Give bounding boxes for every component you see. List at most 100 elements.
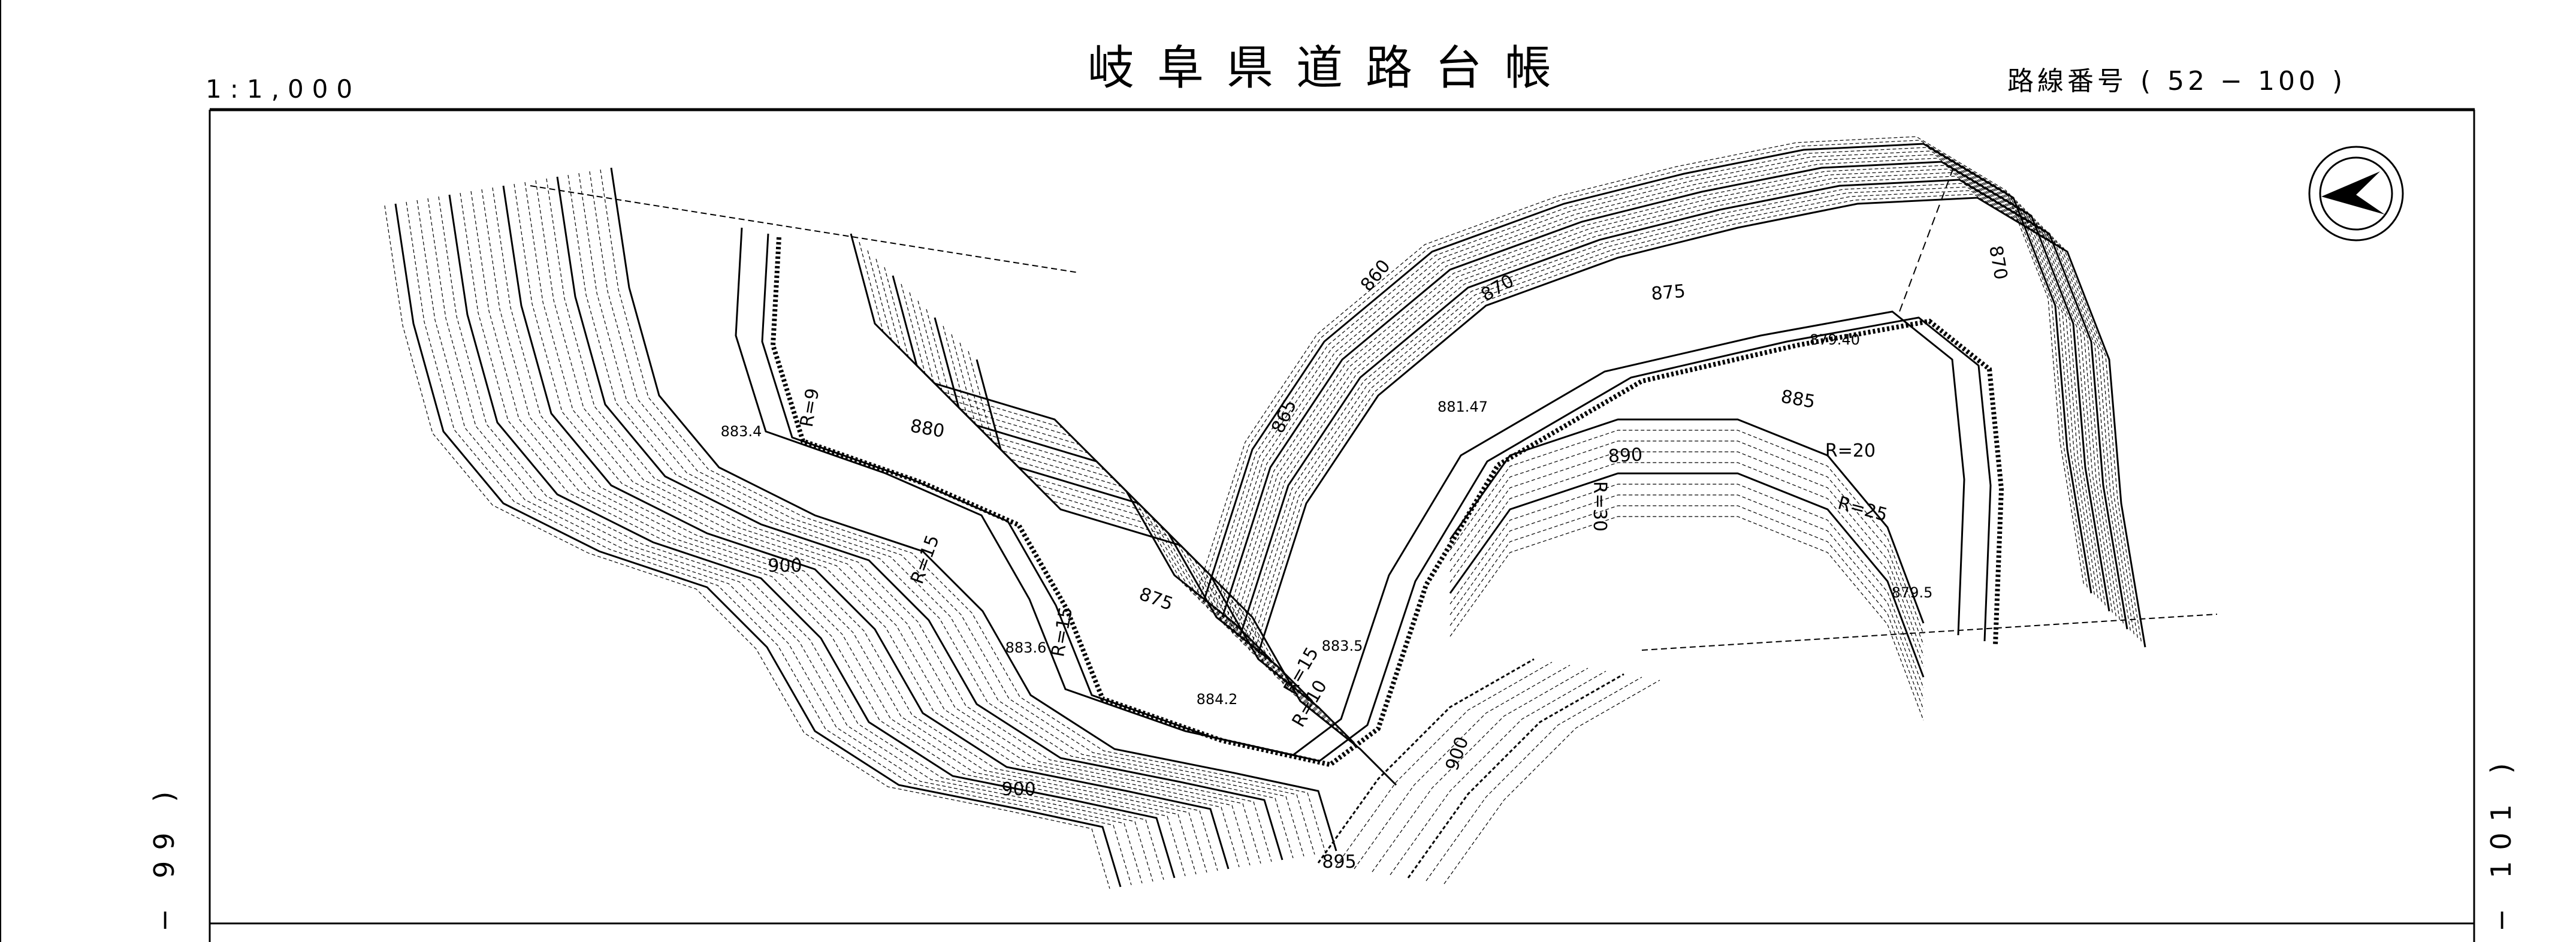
contour-line (1211, 150, 2099, 607)
adjacent-sheet-left: − 99 ) (148, 781, 180, 932)
contour-label: 870 (1478, 270, 1518, 306)
contour-line (1239, 179, 2128, 636)
spot-elevation: 879.40 (1810, 331, 1860, 348)
contour-line (1390, 671, 1606, 875)
contour-line (460, 192, 1186, 877)
contour-line (610, 167, 1337, 852)
contour-line (1449, 472, 1925, 678)
contour-label: 870 (1985, 244, 2011, 281)
spot-elevation: 883.5 (1322, 638, 1363, 654)
adjacent-sheet-right: − 101 ) (2485, 752, 2517, 932)
contour-line (1254, 194, 2142, 650)
contour-label: 875 (1650, 281, 1686, 305)
contour-line (1225, 165, 2113, 621)
contour-line (1200, 140, 2088, 596)
contour-line (1372, 668, 1589, 872)
contour-line (875, 258, 1296, 685)
boundary-line (1899, 167, 1954, 312)
page-title: 岐阜県道路台帳 (1088, 41, 1575, 95)
contour-line (1449, 462, 1924, 667)
spot-elevation: 883.4 (721, 423, 762, 440)
route-close-paren: ) (2332, 66, 2347, 96)
contour-line (1336, 662, 1553, 866)
contour-line (1354, 665, 1571, 869)
contour-line (438, 196, 1164, 880)
contour-line (416, 200, 1143, 884)
contour-lines (384, 136, 2218, 889)
contour-line (524, 182, 1251, 866)
spot-elevation: 879.5 (1892, 584, 1933, 601)
route-number: 路線番号(52 − 100) (2007, 67, 2359, 96)
spot-elevation: 881.47 (1438, 398, 1488, 415)
contour-label: 875 (1136, 584, 1176, 615)
contour-line (502, 185, 1230, 869)
contour-line (1257, 197, 2146, 654)
contour-line (1449, 430, 1924, 635)
spot-elevation: 883.6 (1005, 639, 1047, 656)
curve-radius-label: R=9 (796, 387, 824, 428)
contour-line (1449, 484, 1924, 689)
road-edge (761, 233, 1992, 762)
contour-line (1221, 161, 2110, 618)
contour-line (1426, 677, 1642, 881)
contour-line (1243, 183, 2131, 639)
contour-line (384, 205, 1110, 889)
curve-radius-label: R=15 (907, 532, 944, 587)
contour-label: 890 (1608, 445, 1643, 467)
contour-line (1443, 680, 1660, 884)
contour-line (1449, 440, 1924, 645)
contour-line (976, 359, 1397, 786)
road (735, 227, 2004, 768)
contour-line (1197, 136, 2085, 593)
contour-line (917, 300, 1338, 727)
boundary-line (530, 185, 1079, 273)
contour-line (1407, 673, 1624, 878)
contour-line (535, 180, 1261, 864)
curve-radius-label: R=15 (1047, 605, 1077, 659)
curve-radius-label: R=20 (1825, 440, 1876, 461)
contour-line (1207, 147, 2095, 603)
contour-label: 900 (1001, 779, 1035, 800)
contour-line (394, 203, 1122, 887)
retaining-wall (770, 237, 2004, 768)
map-frame (209, 108, 2475, 942)
contour-line (514, 183, 1240, 868)
contour-line (448, 194, 1176, 878)
contour-line (1233, 172, 2121, 629)
contour-line (1449, 494, 1924, 699)
contour-label: 900 (1442, 734, 1473, 774)
contour-line (1247, 186, 2135, 643)
contour-line (1449, 516, 1924, 721)
contour-line (556, 176, 1284, 861)
contour-line (470, 191, 1197, 875)
contour-line (427, 198, 1153, 882)
road-edge (735, 227, 1965, 756)
contour-line (1229, 168, 2117, 625)
route-number-value: 52 − 100 (2167, 66, 2319, 96)
contour-label: 860 (1357, 256, 1395, 295)
contour-line (1215, 154, 2103, 611)
contour-line (481, 189, 1207, 873)
boundary-line (1641, 614, 2218, 651)
contour-line (546, 178, 1272, 862)
route-number-label: 路線番号 (2007, 66, 2127, 96)
contour-line (1449, 451, 1924, 656)
contour-line (578, 173, 1304, 857)
spot-elevation: 884.2 (1197, 691, 1238, 708)
contour-line (600, 169, 1326, 853)
contour-label: 895 (1322, 852, 1356, 872)
contour-line (406, 201, 1132, 886)
contour-label: 880 (908, 415, 946, 442)
map-scale: 1:1,000 (206, 74, 361, 104)
contour-label: 865 (1267, 397, 1301, 437)
contour-line (567, 174, 1294, 859)
contour-line (492, 187, 1218, 871)
contour-line (1236, 176, 2124, 632)
contour-label: 885 (1779, 386, 1816, 412)
contour-line (850, 233, 1272, 660)
contour-line (1317, 658, 1535, 864)
contour-line (1203, 143, 2092, 600)
contour-line (1218, 158, 2106, 614)
